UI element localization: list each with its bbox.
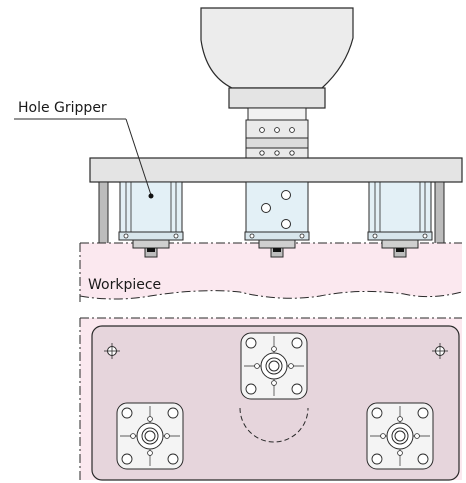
rotation-arc <box>239 407 309 443</box>
robot-arm <box>200 7 354 109</box>
hole-gripper-callout: Hole Gripper <box>14 100 154 199</box>
hole-gripper-label: Hole Gripper <box>18 100 107 116</box>
gripper-top-view-left <box>116 402 184 470</box>
gripper-top-view-right <box>366 402 434 470</box>
reference-hole-left <box>104 343 120 359</box>
reference-hole-right <box>432 343 448 359</box>
hole-gripper-center <box>244 181 310 258</box>
adapter-flange <box>245 107 309 159</box>
hole-gripper-right <box>367 181 433 258</box>
gripper-top-view-center <box>240 332 308 400</box>
workpiece-label: Workpiece <box>88 277 161 293</box>
hole-gripper-left <box>118 181 184 258</box>
mounting-plate <box>89 157 463 183</box>
